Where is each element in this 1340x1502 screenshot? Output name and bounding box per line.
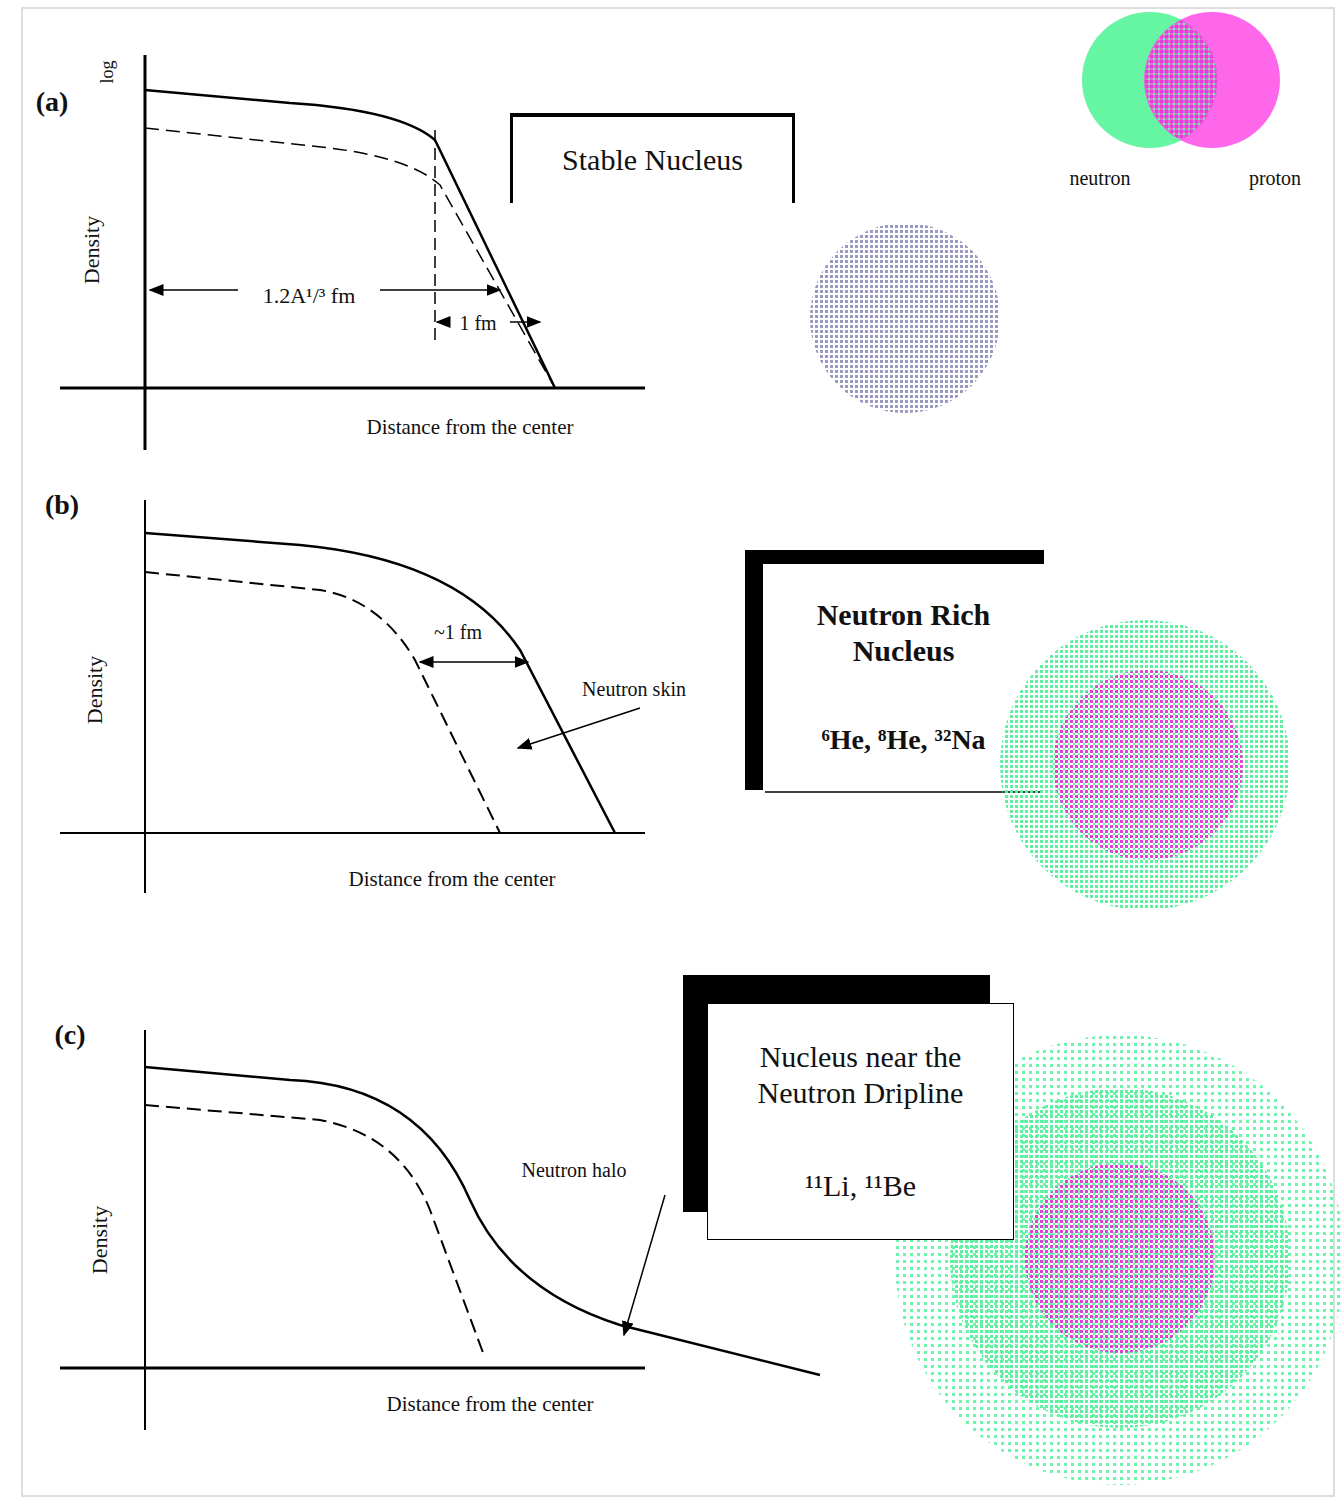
- plot-label: Distance from the center: [387, 1393, 594, 1416]
- caption-box: Neutron Rich Nucleus ⁶He, ⁸He, ³²Na: [745, 550, 1044, 790]
- box-text: Nucleus near the Neutron Dripline: [716, 1039, 1005, 1111]
- legend-label: neutron: [1069, 167, 1130, 189]
- box-text: ¹¹Li, ¹¹Be: [805, 1168, 916, 1204]
- legend-label: proton: [1249, 167, 1301, 189]
- plot-label: 1.2A¹/³ fm: [263, 284, 356, 308]
- plot-label: (b): [45, 490, 79, 521]
- box-text: Stable Nucleus: [562, 142, 743, 178]
- neutron-skin-nucleus: [1000, 620, 1290, 910]
- plot-label: Density: [88, 1206, 112, 1274]
- legend-swatch: [1144, 12, 1280, 148]
- plot-label: Density: [80, 216, 104, 284]
- proton-core: [1053, 670, 1243, 860]
- plot-label: 1 fm: [459, 312, 496, 334]
- stable-nucleus: [810, 223, 1000, 413]
- caption-box: Stable Nucleus: [510, 113, 795, 203]
- proton-core: [1025, 1163, 1215, 1353]
- plot-label: Neutron halo: [522, 1159, 627, 1181]
- plot-label: (c): [54, 1020, 85, 1051]
- plot-label: Density: [83, 656, 107, 724]
- overlap-region: [1145, 20, 1217, 140]
- caption-box: Nucleus near the Neutron Dripline ¹¹Li, ¹…: [707, 1003, 1014, 1240]
- plot-label: Neutron skin: [582, 678, 686, 700]
- plot-label: (a): [36, 87, 69, 118]
- plot-label: Distance from the center: [367, 416, 574, 439]
- plot-label: ~1 fm: [434, 621, 482, 643]
- box-text: ⁶He, ⁸He, ³²Na: [821, 723, 985, 757]
- box-text: Neutron Rich Nucleus: [771, 597, 1036, 669]
- plot-c: [60, 1030, 820, 1430]
- plot-label: Distance from the center: [349, 868, 556, 891]
- plot-label: log: [98, 60, 118, 83]
